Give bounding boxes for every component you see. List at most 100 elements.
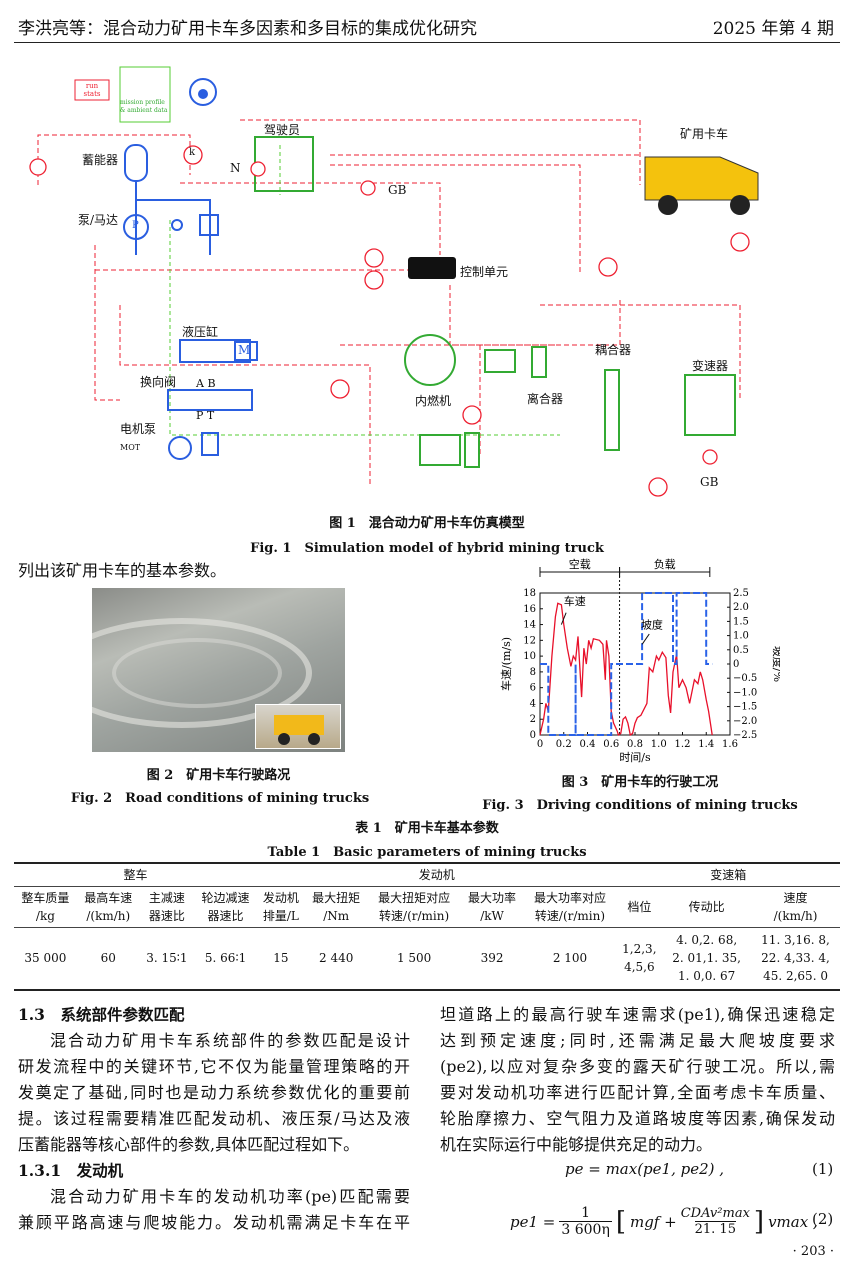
cell-line: 4,5,6 [624,960,655,975]
annotation-arrow [641,633,650,645]
plot-frame [539,592,731,736]
table-group-row: 整车 发动机 变速箱 [14,863,840,887]
eq2-numerator: 1 [581,1205,591,1221]
label-mot: MOT [120,443,141,452]
equation-1-number: (1) [812,1160,834,1178]
header-rule [14,42,840,43]
figure-1-caption-cn: 图 1 混合动力矿用卡车仿真模型 [329,516,525,531]
y-tick-label: 8 [530,667,536,678]
y-tick-label: 4 [530,698,536,709]
column-header: 整车质量/kg [14,887,77,928]
column-header-line: 最大扭矩 [312,891,361,905]
text-line: 坦道路上的最高行驶车速需求(pe1),确保迅速稳定 [440,1005,835,1024]
table-cell: 5. 66∶1 [204,951,247,966]
group-gearbox: 变速箱 [616,863,840,887]
column-header-line: 主减速 [148,891,185,905]
cell-line: 22. 4,33. 4, [761,951,830,966]
page-number: · 203 · [792,1244,834,1259]
text-line: 机在实际运行中能够提供充足的动力。 [440,1135,713,1154]
table-cell: 15 [273,951,289,966]
table-1-title-en: Table 1 Basic parameters of mining truck… [267,845,587,860]
equation-1: pe = max(pe1, pe2) , [565,1160,725,1178]
figure-3-caption-en: Fig. 3 Driving conditions of mining truc… [482,798,798,813]
label-control-unit: 控制单元 [460,265,509,279]
label-n: N [230,161,241,175]
label-cylinder: 液压缸 [182,325,219,339]
column-header-line: /(km/h) [86,909,131,923]
body-left-column: 1.3 系统部件参数匹配混合动力矿用卡车系统部件的参数匹配是设计研发流程中的关键… [18,1002,410,1236]
column-header: 主减速器速比 [140,887,194,928]
label-engine: 内燃机 [415,394,452,408]
running-header-issue: 2025 年第 4 期 [712,19,834,39]
group-vehicle: 整车 [14,863,257,887]
y-tick-label: 6 [530,683,536,694]
equation-2: pe1 = 1 3 600η [ mgf + CDAv²max 21. 15 ]… [510,1205,818,1238]
column-header: 传动比 [662,887,751,928]
y2-tick-label: −2.5 [733,730,757,741]
y2-tick-label: 1.5 [733,616,749,627]
column-header-line: 转速/(r/min) [534,909,606,923]
series-label-speed: 车速 [564,594,586,608]
text-line: 压蓄能器等核心部件的参数,具体匹配过程如下。 [18,1135,360,1154]
equation-2-number: (2) [812,1210,834,1228]
label-driver: 驾驶员 [264,123,301,137]
group-engine: 发动机 [256,863,617,887]
table-cell: 2 440 [319,951,354,966]
cell-line: 1. 0,0. 67 [677,969,736,984]
label-gearbox: 变速器 [692,359,729,373]
column-header: 最大扭矩/Nm [305,887,368,928]
y-tick-label: 0 [530,730,536,741]
x-tick-label: 1.4 [698,739,714,750]
column-header-line: /(km/h) [773,909,818,923]
phase-label: 负载 [654,557,676,571]
section-heading: 1.3.1 发动机 [18,1161,124,1180]
table-cell: 35 000 [24,951,67,966]
simulation-diagram [29,66,759,497]
x-axis-label: 时间/s [619,751,651,764]
figure-1-caption-en: Fig. 1 Simulation model of hybrid mining… [250,541,604,556]
column-header-line: 最大扭矩对应 [378,891,451,905]
label-truck: 矿用卡车 [680,127,729,141]
eq2-tail: vmax , [768,1212,818,1231]
column-header-line: 整车质量 [21,891,70,905]
y-axis-label: 车速/(m/s) [499,637,513,691]
text-line: 兼顾平路高速与爬坡能力。发动机需满足卡车在平 [18,1213,410,1232]
table-cell: 3. 15∶1 [146,951,188,966]
column-header: 发动机排量/L [257,887,305,928]
cell-line: 2. 01,1. 35, [672,951,741,966]
figure-3-caption-cn: 图 3 矿用卡车的行驶工况 [561,775,719,790]
body-right-column: 坦道路上的最高行驶车速需求(pe1),确保迅速稳定达到预定速度;同时,还需满足最… [440,1002,835,1158]
column-header-line: /kW [480,909,504,923]
column-header-line: 档位 [627,900,652,914]
series-speed [539,602,713,737]
cell-line: 11. 3,16. 8, [761,933,830,948]
run-stats-block: run stats [83,82,101,98]
intro-line: 列出该矿用卡车的基本参数。 [18,561,227,580]
text-line: 轮胎摩擦力、空气阻力及道路坡度等因素,确保发动 [440,1109,835,1128]
label-gb-driver: GB [388,183,407,197]
table-cell: 11. 3,16. 8,22. 4,33. 4,45. 2,65. 0 [751,928,840,990]
y2-axis-label: 坡度/% [771,646,780,682]
label-gb-gearbox: GB [700,475,719,489]
label-accumulator: 蓄能器 [82,153,119,167]
text-line: (pe2),以应对复杂多变的露天矿行驶工况。所以,需 [440,1057,835,1076]
y-tick-label: 16 [523,604,536,615]
eq2-lhs: pe1 = [510,1212,556,1231]
table-cell: 60 [100,951,116,966]
y2-tick-label: 2.0 [733,602,749,613]
label-pump-motor: 泵/马达 [78,213,119,227]
y-tick-label: 14 [523,620,536,631]
column-header-line: 最大功率 [468,891,517,905]
column-header-line: 传动比 [688,900,725,914]
table-cell: 2 100 [552,951,588,966]
label-clutch: 离合器 [527,392,564,406]
column-header: 最大扭矩对应转速/(r/min) [368,887,461,928]
text-line: 要对发动机功率进行匹配计算,全面考虑卡车质量、 [440,1083,835,1102]
column-header-line: 排量/L [262,909,299,923]
x-tick-label: 0 [537,739,543,750]
column-header-line: 轮边减速 [201,891,250,905]
running-header-title: 李洪亮等：混合动力矿用卡车多因素和多目标的集成优化研究 [18,19,477,39]
